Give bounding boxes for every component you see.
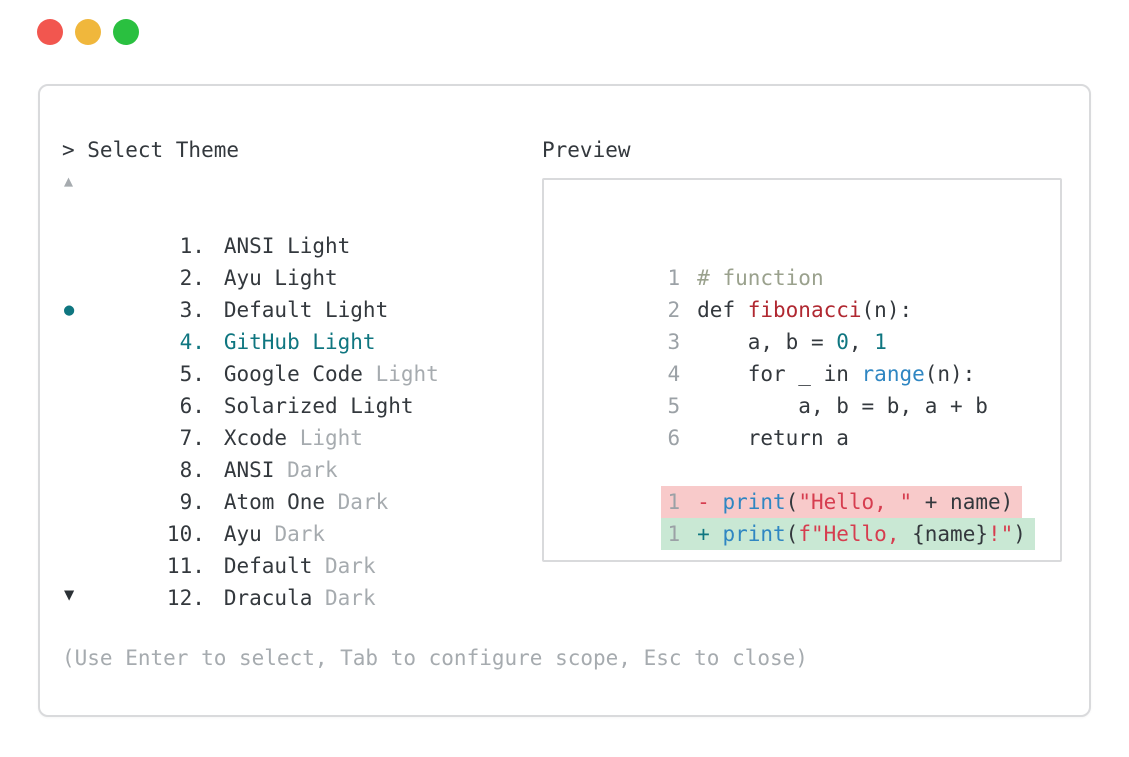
line-number: 6 xyxy=(667,426,681,450)
theme-variant: Dark xyxy=(261,522,326,546)
theme-option-google-code-light[interactable]: 5. Google Code Light xyxy=(62,326,439,386)
code-line-3: 3 a, b = 0, 1 xyxy=(544,294,1060,354)
theme-list: 1. ANSI Light 2. Ayu Light 3. Default Light… xyxy=(62,198,439,610)
theme-option-dracula-dark[interactable]: 12. Dracula Dark xyxy=(62,550,439,610)
theme-variant: Dark xyxy=(274,458,338,482)
selected-bullet-icon: ● xyxy=(64,300,75,320)
window-controls xyxy=(37,19,139,45)
theme-name: Ayu Light xyxy=(223,266,338,290)
theme-name: ANSI xyxy=(223,458,275,482)
string-literal: !" xyxy=(987,522,1014,546)
theme-number: 6. xyxy=(179,394,205,418)
theme-option-github-light-selected[interactable]: ● 4. GitHub Light xyxy=(62,294,439,354)
number-literal: 0 xyxy=(836,330,849,354)
scroll-down-icon[interactable]: ▼ xyxy=(64,585,75,605)
theme-name: Ayu xyxy=(223,522,262,546)
builtin-name: range xyxy=(861,362,925,386)
diff-minus-sign: - xyxy=(697,490,723,514)
code-line-4: 4 for _ in range(n): xyxy=(544,326,1060,386)
theme-variant: Light xyxy=(362,362,439,386)
theme-name: Default xyxy=(223,554,313,578)
theme-option-default-light[interactable]: 3. Default Light xyxy=(62,262,439,322)
theme-variant: Dark xyxy=(312,586,376,610)
diff-removed-line: 1- print("Hello, " + name) xyxy=(544,454,1060,518)
theme-name: Dracula xyxy=(223,586,313,610)
theme-number: 3. xyxy=(179,298,205,322)
theme-selector-window: > Select Theme ▲ 1. ANSI Light 2. Ayu Ligh… xyxy=(38,84,1091,717)
theme-option-atom-one-dark[interactable]: 9. Atom One Dark xyxy=(62,454,439,514)
theme-name: Google Code xyxy=(223,362,363,386)
theme-number: 9. xyxy=(179,490,205,514)
theme-name: Atom One xyxy=(223,490,326,514)
fstring-expression: {name} xyxy=(912,522,988,546)
minimize-button[interactable] xyxy=(75,19,101,45)
code-line-6: 6 return a xyxy=(544,390,1060,450)
string-literal: f"Hello, xyxy=(798,522,913,546)
theme-name: ANSI Light xyxy=(223,234,351,258)
theme-option-xcode-light[interactable]: 7. Xcode Light xyxy=(62,390,439,450)
number-literal: 1 xyxy=(874,330,887,354)
code-line-5: 5 a, b = b, a + b xyxy=(544,358,1060,418)
maximize-button[interactable] xyxy=(113,19,139,45)
theme-option-default-dark[interactable]: 11. Default Dark xyxy=(62,518,439,578)
theme-variant: Dark xyxy=(325,490,389,514)
theme-option-solarized-light[interactable]: 6. Solarized Light xyxy=(62,358,439,418)
line-number: 4 xyxy=(667,362,681,386)
code-line-1: 1 # function xyxy=(544,230,1060,290)
theme-number: 2. xyxy=(179,266,205,290)
select-theme-prompt: > Select Theme xyxy=(62,138,240,162)
line-number: 3 xyxy=(667,330,681,354)
theme-name: Solarized Light xyxy=(223,394,414,418)
line-number: 5 xyxy=(667,394,681,418)
theme-variant: Light xyxy=(287,426,363,450)
theme-number: 10. xyxy=(166,522,205,546)
line-number: 1 xyxy=(667,490,681,514)
scroll-up-icon[interactable]: ▲ xyxy=(64,172,74,190)
theme-name: Xcode xyxy=(223,426,288,450)
builtin-name: print xyxy=(722,490,786,514)
theme-variant: Dark xyxy=(312,554,376,578)
theme-option-ayu-dark[interactable]: 10. Ayu Dark xyxy=(62,486,439,546)
diff-added-line: 1+ print(f"Hello, {name}!") xyxy=(544,486,1060,550)
theme-number: 1. xyxy=(179,234,205,258)
line-number: 2 xyxy=(667,298,681,322)
theme-number: 11. xyxy=(166,554,205,578)
help-text: (Use Enter to select, Tab to configure s… xyxy=(62,646,808,670)
theme-number: 12. xyxy=(166,586,205,610)
string-literal: "Hello, " xyxy=(798,490,913,514)
theme-number: 8. xyxy=(179,458,205,482)
theme-option-ansi-dark[interactable]: 8. ANSI Dark xyxy=(62,422,439,482)
theme-option-ayu-light[interactable]: 2. Ayu Light xyxy=(62,230,439,290)
preview-label: Preview xyxy=(542,138,631,162)
theme-name: Default Light xyxy=(223,298,389,322)
theme-number: 5. xyxy=(179,362,205,386)
diff-plus-sign: + xyxy=(697,522,723,546)
close-button[interactable] xyxy=(37,19,63,45)
function-name: fibonacci xyxy=(747,298,862,322)
line-number: 1 xyxy=(667,266,681,290)
theme-option-ansi-light[interactable]: 1. ANSI Light xyxy=(62,198,439,258)
line-number: 1 xyxy=(667,522,681,546)
theme-name: GitHub Light xyxy=(223,330,376,354)
builtin-name: print xyxy=(722,522,786,546)
theme-number: 7. xyxy=(179,426,205,450)
code-comment: # function xyxy=(697,266,824,290)
theme-number: 4. xyxy=(179,330,205,354)
